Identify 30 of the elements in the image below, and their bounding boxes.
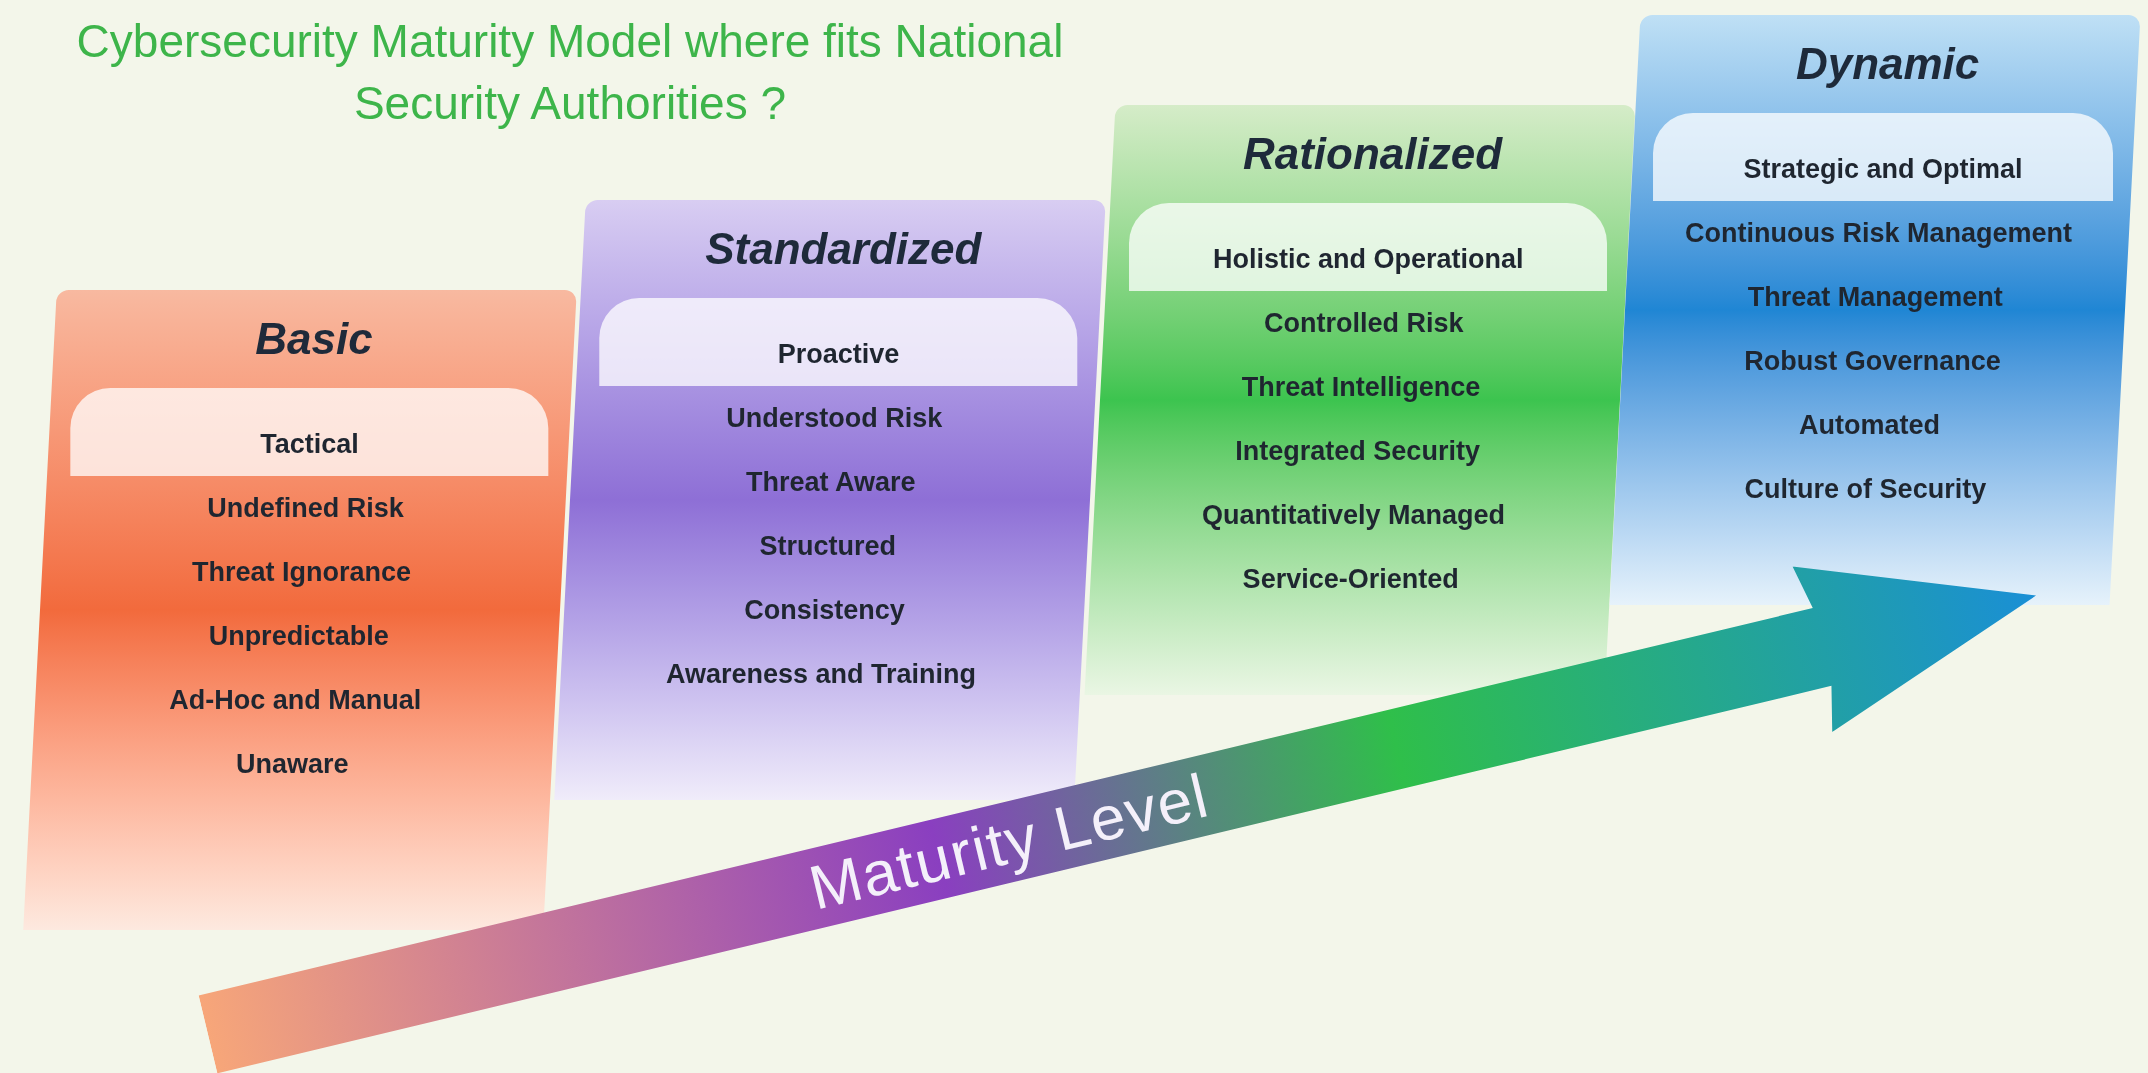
- stage-trait: Continuous Risk Management: [1685, 217, 2073, 250]
- stage-trait: Understood Risk: [726, 402, 943, 435]
- stage-heading: Rationalized: [1243, 128, 1503, 180]
- stage-trait: Undefined Risk: [207, 492, 404, 525]
- stage-trait: Service-Oriented: [1242, 563, 1459, 596]
- stage-trait: Strategic and Optimal: [1653, 113, 2113, 201]
- stage-trait: Robust Governance: [1744, 345, 2001, 378]
- stage-heading: Basic: [255, 313, 373, 365]
- stage-trait: Threat Management: [1748, 281, 2004, 314]
- stage-trait: Holistic and Operational: [1128, 203, 1608, 291]
- stage-trait: Threat Intelligence: [1241, 371, 1480, 404]
- stage-trait: Structured: [759, 530, 896, 563]
- stage-trait: Culture of Security: [1744, 473, 1987, 506]
- title: Cybersecurity Maturity Model where fits National Security Authorities ?: [75, 14, 1065, 131]
- stage-trait: Threat Ignorance: [192, 556, 412, 589]
- stage-trait: Awareness and Training: [665, 658, 976, 691]
- stage-trait: Unpredictable: [208, 620, 389, 653]
- stage-trait: Integrated Security: [1235, 435, 1480, 468]
- stage-trait: Ad-Hoc and Manual: [169, 684, 422, 717]
- stage-heading: Dynamic: [1796, 38, 1980, 90]
- stage-trait: Unaware: [235, 748, 349, 781]
- stage-trait: Tactical: [70, 388, 549, 476]
- stage-trait: Threat Aware: [746, 466, 916, 499]
- arrow-label: Maturity Level: [802, 760, 1216, 923]
- stage-trait: Consistency: [743, 594, 905, 627]
- stage-heading: Standardized: [705, 223, 982, 275]
- stage-trait: Proactive: [599, 298, 1078, 386]
- stage-trait: Controlled Risk: [1264, 307, 1464, 340]
- stage-trait: Quantitatively Managed: [1202, 499, 1506, 532]
- stage-trait: Automated: [1798, 409, 1940, 442]
